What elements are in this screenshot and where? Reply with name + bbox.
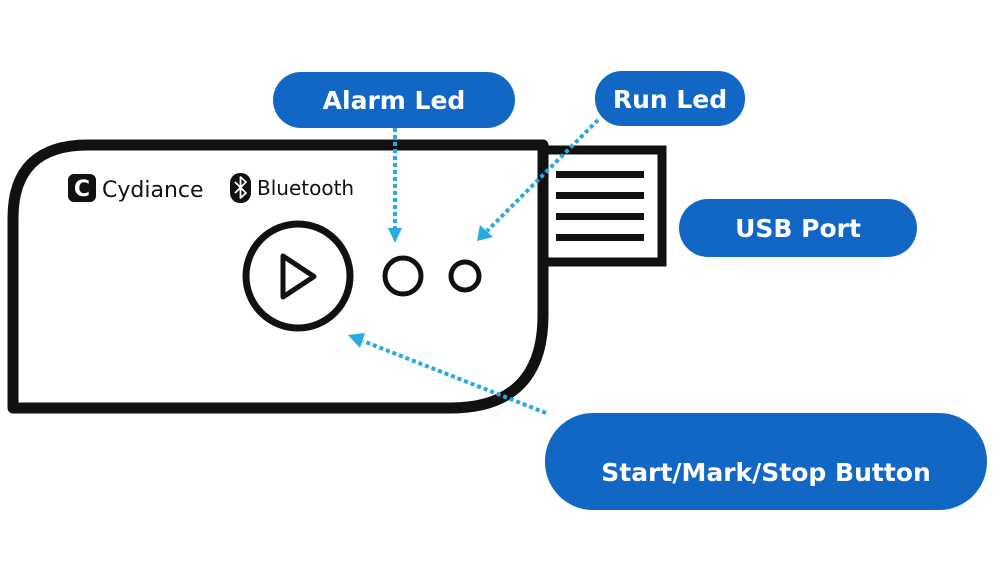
callout-alarm-led-label: Alarm Led [323, 86, 466, 115]
usb-contact [556, 171, 644, 178]
brand-name: Cydiance [102, 178, 204, 203]
callout-run-led-label: Run Led [613, 85, 727, 114]
bluetooth-label: Bluetooth [257, 176, 354, 200]
alarm-led [382, 255, 424, 297]
leader-lines [362, 118, 600, 415]
start-button-leader [362, 339, 547, 415]
run-led [448, 259, 482, 293]
callout-usb-port-label: USB Port [735, 214, 861, 243]
run-led-arrowhead [477, 225, 493, 241]
callout-usb-port: USB Port [679, 199, 917, 257]
play-icon [280, 253, 317, 300]
start-button-arrowhead [348, 333, 365, 348]
usb-contact [556, 234, 644, 241]
usb-connector [539, 145, 667, 267]
callout-start-button: Start/Mark/Stop Button [545, 413, 987, 510]
start-mark-stop-button[interactable] [242, 220, 354, 332]
usb-contact [556, 192, 644, 199]
usb-contact [556, 213, 644, 220]
brand-logo-icon [68, 174, 96, 202]
bluetooth-icon [230, 173, 251, 203]
callout-run-led: Run Led [595, 71, 745, 126]
brand-logo: C Cydiance [68, 174, 204, 203]
alarm-led-arrowhead [388, 228, 402, 243]
brand-logo-letter: C [74, 177, 90, 202]
bluetooth-logo: Bluetooth [230, 173, 354, 203]
callout-alarm-led: Alarm Led [273, 72, 515, 128]
leader-arrowheads [348, 225, 493, 348]
callout-start-button-label: Start/Mark/Stop Button [601, 458, 931, 487]
run-led-leader [485, 118, 600, 233]
